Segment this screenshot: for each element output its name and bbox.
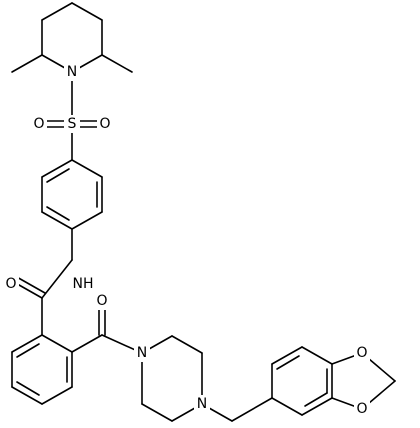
- svg-text:NH: NH: [73, 276, 94, 292]
- atom-o-sulfonyl-right: O: [97, 115, 113, 133]
- svg-text:N: N: [137, 345, 147, 361]
- atom-o-dioxole-top: O: [354, 344, 370, 362]
- svg-text:O: O: [96, 293, 107, 309]
- svg-text:O: O: [356, 345, 367, 361]
- atom-o-sulfonyl-left: O: [31, 115, 47, 133]
- svg-text:O: O: [33, 116, 44, 132]
- atom-n-piperazine-top: N: [134, 344, 150, 362]
- svg-text:N: N: [67, 64, 77, 80]
- svg-text:O: O: [356, 401, 367, 417]
- atom-o-ketone: O: [94, 292, 110, 310]
- svg-text:S: S: [68, 116, 77, 132]
- atom-n-piperazine-bottom: N: [194, 395, 210, 413]
- atom-o-amide: O: [3, 275, 19, 293]
- svg-text:N: N: [197, 396, 207, 412]
- svg-text:O: O: [5, 276, 16, 292]
- atom-o-dioxole-bottom: O: [354, 400, 370, 418]
- atom-s-sulfonyl: S: [64, 115, 80, 133]
- atom-labels: N S O O NH O O N: [3, 63, 370, 418]
- atom-nh-amide: NH: [70, 275, 96, 293]
- svg-text:O: O: [99, 116, 110, 132]
- atom-n-piperidine: N: [64, 63, 80, 81]
